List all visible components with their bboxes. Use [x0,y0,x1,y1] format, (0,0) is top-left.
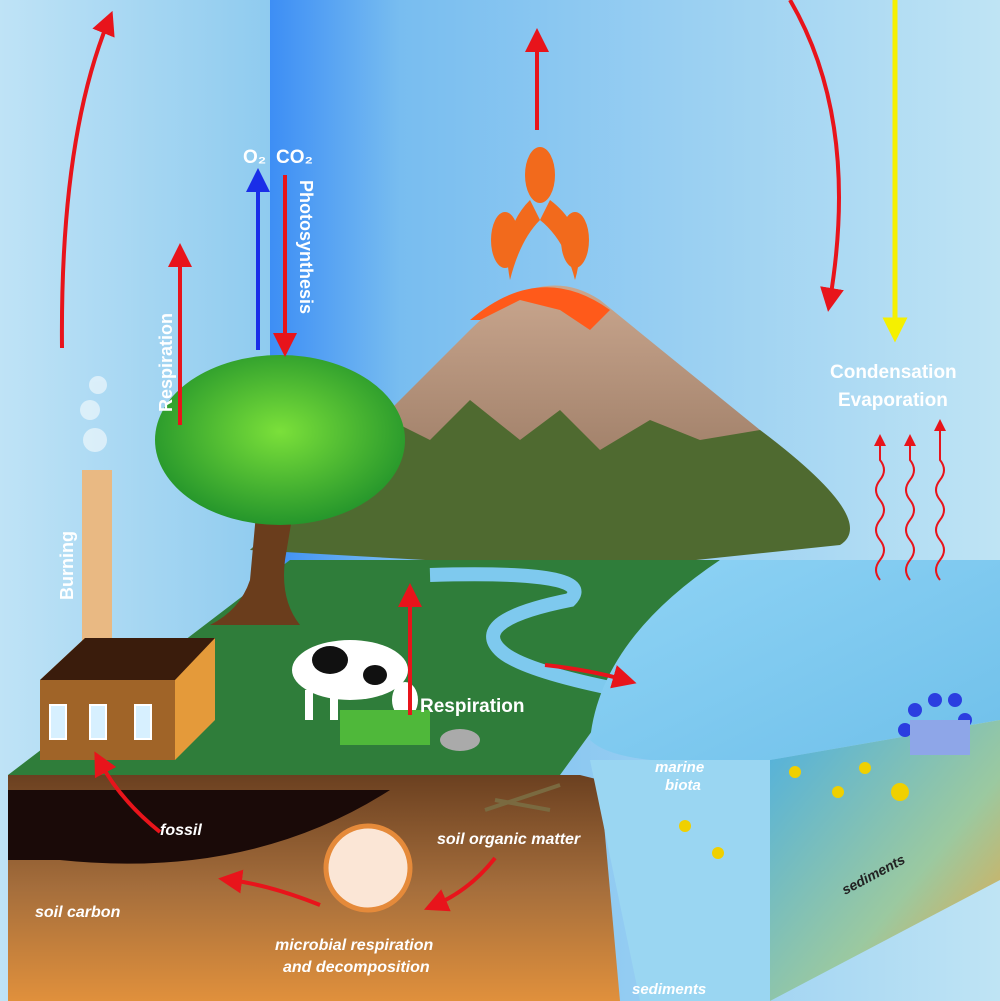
coral [898,693,972,755]
ocean-surface [590,560,1000,763]
soil-organic-matter-label: soil organic matter [437,831,581,848]
evaporation-wave-3 [934,419,946,581]
fossil-layer [8,790,390,864]
organic-to-microbe-arrow [423,856,497,912]
animal-respiration-label: Respiration [420,696,525,717]
arrows [59,0,946,912]
fossil-arrow [94,751,162,834]
sediments-bottom-label: sediments [632,981,706,998]
fossil-label: fossil [160,822,202,839]
marine-biota-label-2: biota [665,777,701,794]
river [429,567,622,697]
burning-up-arrow [59,10,115,349]
mouse [440,729,480,751]
fish [679,762,909,859]
volcano-eruption [491,147,589,280]
tree-canopy [155,355,405,525]
evaporation-wave-2 [904,434,916,581]
lava-crater [470,287,610,330]
marine-biota-label-1: marine [655,759,704,776]
grass-tuft [340,710,430,745]
ocean-front [590,760,770,1001]
microbe-to-soil-arrow [218,869,321,907]
o2-label: O₂ [243,147,266,168]
co2-label: CO₂ [276,147,313,168]
river-to-ocean-arrow [544,663,637,689]
soil-carbon-label: soil carbon [35,904,121,921]
microbe-circle [323,823,413,913]
ocean-side [770,720,1000,1001]
factory [40,470,215,760]
down-to-ocean-arrow [788,0,844,312]
microbial-label-1: microbial respiration [275,937,433,954]
evaporation-wave-1 [874,434,886,581]
tree-respiration-label: Respiration [156,313,176,412]
photosynthesis-label: Photosynthesis [296,180,316,314]
burning-label: Burning [57,531,77,600]
dead-wood [484,783,561,812]
smoke [80,376,107,452]
condensation-label: Condensation [830,362,957,383]
microbial-label-2: and decomposition [283,959,430,976]
evaporation-label: Evaporation [838,390,948,411]
